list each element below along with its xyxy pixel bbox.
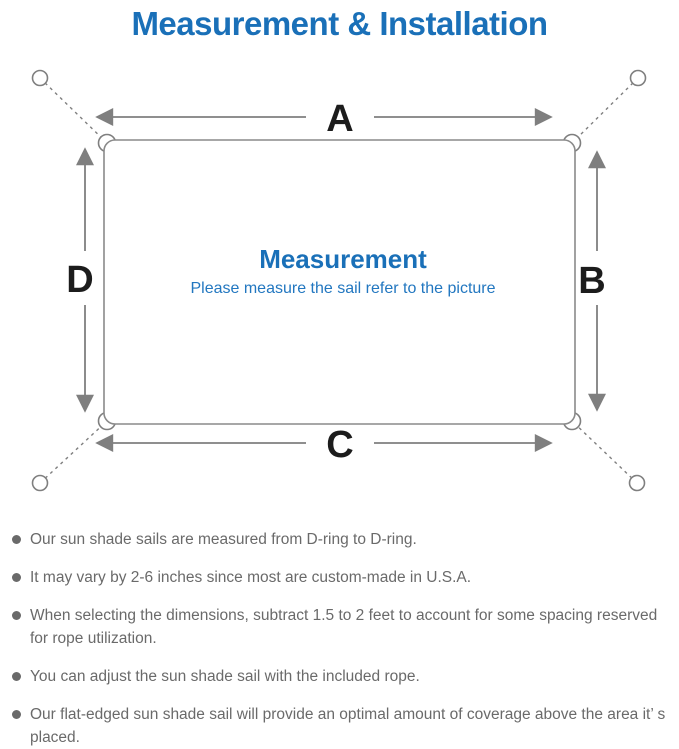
notes-list: Our sun shade sails are measured from D-… — [0, 528, 679, 749]
bullet-icon — [12, 611, 21, 620]
list-item: When selecting the dimensions, subtract … — [12, 604, 671, 650]
list-item: You can adjust the sun shade sail with t… — [12, 665, 671, 688]
rope-line-top-right — [571, 77, 639, 144]
page-title: Measurement & Installation — [131, 5, 548, 42]
anchor-ring-top-right — [629, 69, 647, 87]
list-item: It may vary by 2-6 inches since most are… — [12, 566, 671, 589]
anchor-ring-bottom-left — [31, 474, 49, 492]
note-text: When selecting the dimensions, subtract … — [30, 607, 658, 647]
dim-label-c: C — [326, 424, 353, 466]
anchor-ring-bottom-right — [628, 474, 646, 492]
bullet-icon — [12, 672, 21, 681]
dim-label-b: B — [578, 260, 605, 302]
measurement-diagram: A C D B Measurement Please measure the s… — [0, 60, 679, 515]
bullet-icon — [12, 573, 21, 582]
note-text: Our sun shade sails are measured from D-… — [30, 531, 417, 548]
note-text: You can adjust the sun shade sail with t… — [30, 668, 420, 685]
rope-line-bottom-left — [39, 420, 108, 484]
dim-label-d: D — [66, 259, 93, 301]
diagram-center-title: Measurement — [259, 244, 427, 274]
bullet-icon — [12, 710, 21, 719]
sail-outline — [103, 139, 576, 425]
note-text: It may vary by 2-6 inches since most are… — [30, 569, 472, 586]
rope-line-top-left — [39, 77, 108, 144]
diagram-center-subtitle: Please measure the sail refer to the pic… — [190, 280, 495, 297]
rope-line-bottom-right — [571, 420, 638, 484]
sail-measurement-figure: A C D B Measurement Please measure the s… — [31, 69, 647, 492]
note-text: Our flat-edged sun shade sail will provi… — [30, 706, 666, 746]
anchor-ring-top-left — [31, 69, 49, 87]
bullet-icon — [12, 535, 21, 544]
dim-label-a: A — [326, 98, 353, 140]
list-item: Our flat-edged sun shade sail will provi… — [12, 703, 671, 749]
list-item: Our sun shade sails are measured from D-… — [12, 528, 671, 551]
